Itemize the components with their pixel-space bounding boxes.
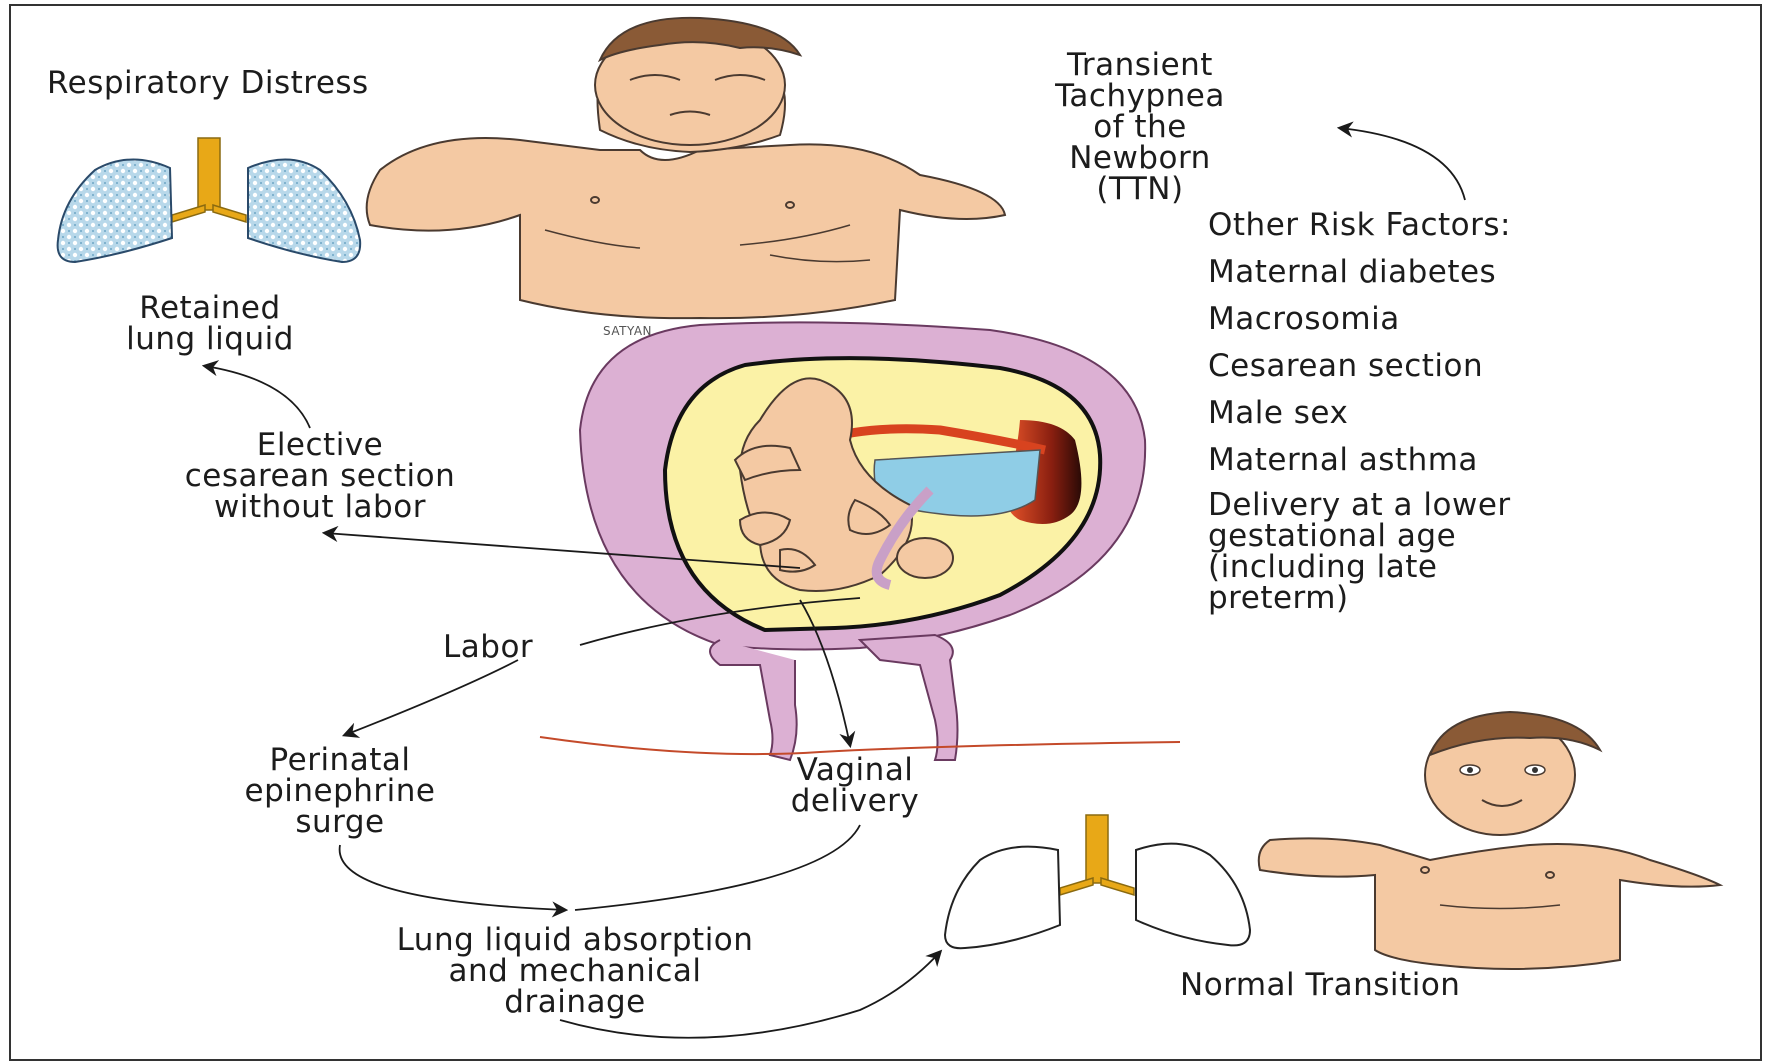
risk-factor-item: Maternal diabetes [1208,257,1511,288]
risk-factors-list: Other Risk Factors: Maternal diabetes Ma… [1208,210,1511,630]
artist-signature: SATYAN [603,325,652,337]
lungs-fluid-filled-icon [58,138,361,262]
risk-factor-item: Delivery at a lower gestational age (inc… [1208,490,1511,614]
risk-factor-item: Cesarean section [1208,351,1511,382]
uterus-fetus-illustration [540,322,1180,760]
label-normal-transition: Normal Transition [1180,970,1460,1001]
label-vaginal-delivery: Vaginal delivery [740,755,970,817]
label-labor: Labor [443,632,533,663]
arrow-perinatal-to-absorption [340,845,565,910]
arrow-to-retained-liquid [205,366,310,428]
label-retained-lung-liquid: Retained lung liquid [80,293,340,355]
lungs-clear-icon [945,815,1250,948]
arrow-vaginal-to-absorption [575,825,860,910]
arrow-to-perinatal [345,660,518,735]
risk-factor-item: Macrosomia [1208,304,1511,335]
arrow-to-ttn [1340,128,1465,200]
label-ttn: Transient Tachypnea of the Newborn (TTN) [1000,50,1280,205]
label-elective-cesarean: Elective cesarean section without labor [95,430,545,523]
risk-factor-item: Maternal asthma [1208,445,1511,476]
distressed-newborn-illustration [367,18,1005,318]
normal-newborn-illustration [1259,712,1720,969]
label-perinatal-epinephrine: Perinatal epinephrine surge [175,745,505,838]
label-respiratory-distress: Respiratory Distress [47,68,369,99]
risk-factor-item: Male sex [1208,398,1511,429]
risk-factors-title: Other Risk Factors: [1208,210,1511,241]
label-lung-liquid-absorption: Lung liquid absorption and mechanical dr… [275,925,875,1018]
